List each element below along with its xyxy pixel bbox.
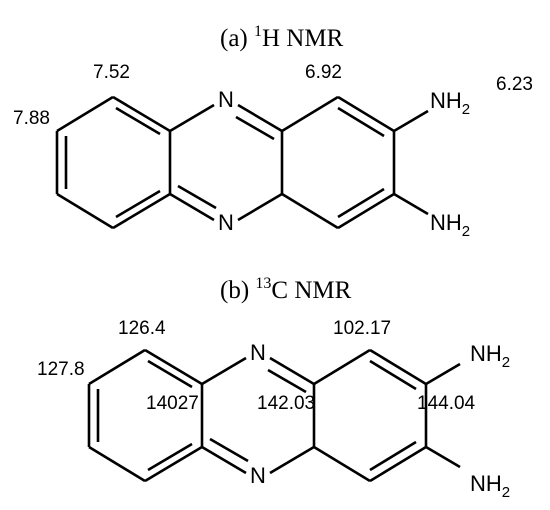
panel-a-structure: [55, 95, 429, 230]
double-bond-inner: [369, 359, 417, 391]
double-bond-inner: [147, 442, 193, 472]
panel-b-title-prefix: (b): [220, 277, 255, 304]
double-bond-inner: [115, 106, 161, 136]
bond: [281, 95, 339, 133]
shift-left-ring-top: 126.4: [118, 318, 166, 339]
bond: [88, 445, 146, 483]
bond: [425, 445, 461, 469]
amine-top: NH2: [430, 88, 470, 118]
panel-a-title: (a) 1H NMR: [220, 23, 344, 52]
bond: [369, 348, 427, 386]
panel-b-title: (b) 13C NMR: [220, 275, 352, 304]
bond: [144, 348, 203, 386]
bond: [313, 445, 371, 483]
double-bond-inner: [147, 359, 193, 389]
panel-b-title-sup: 13: [255, 275, 271, 292]
ring-nitrogen-top: N: [218, 87, 234, 112]
amine-top-sub: 2: [502, 354, 510, 371]
amine-bottom: NH2: [430, 210, 470, 240]
bond: [369, 445, 427, 483]
bond: [112, 95, 171, 133]
amine-bottom-main: NH: [430, 210, 462, 235]
bond: [169, 192, 215, 222]
panel-a-title-sup: 1: [254, 23, 262, 40]
bond: [201, 356, 247, 386]
amine-bottom-sub: 2: [502, 484, 510, 501]
shift-left-ring-outer: 7.88: [13, 108, 50, 129]
ring-nitrogen-bottom: N: [250, 463, 266, 488]
bond: [337, 95, 395, 133]
amine-bottom: NH2: [470, 471, 510, 501]
bond: [169, 103, 215, 133]
shift-amine-carbon: 144.04: [417, 393, 476, 414]
bond: [56, 192, 114, 230]
bond: [425, 362, 461, 386]
double-bond-inner: [337, 187, 385, 219]
amine-top-main: NH: [470, 341, 502, 366]
shift-amine: 6.23: [496, 74, 533, 95]
ring-nitrogen-top: N: [250, 340, 266, 365]
amine-top: NH2: [470, 341, 510, 371]
double-bond-inner: [235, 115, 275, 141]
bond: [281, 192, 339, 230]
double-bond-inner: [267, 368, 307, 394]
bond: [56, 95, 114, 133]
bond: [201, 445, 247, 475]
double-bond-inner: [115, 189, 161, 219]
shift-left-ring-outer: 127.8: [37, 359, 85, 380]
ring-nitrogen-bottom: N: [218, 210, 234, 235]
bond: [393, 192, 429, 216]
shift-left-fusion: 14027: [146, 393, 199, 414]
bond: [237, 192, 283, 222]
bond: [393, 109, 429, 133]
amine-top-sub: 2: [462, 101, 470, 118]
panel-a: (a) 1H NMR: [13, 23, 533, 240]
bond: [88, 348, 146, 386]
shift-right-ring-ch: 102.17: [333, 318, 391, 339]
bond: [269, 356, 315, 386]
shift-right-ring-ch: 6.92: [305, 62, 342, 83]
panel-b-structure: [87, 348, 461, 483]
double-bond-inner: [337, 106, 385, 138]
amine-top-main: NH: [430, 88, 462, 113]
bond: [144, 445, 203, 483]
bond: [313, 348, 371, 386]
amine-bottom-main: NH: [470, 471, 502, 496]
shift-right-fusion: 142.03: [257, 393, 315, 414]
double-bond-inner: [209, 437, 249, 463]
double-bond-inner: [177, 184, 217, 210]
double-bond-inner: [369, 440, 417, 472]
bond: [337, 192, 395, 230]
amine-bottom-sub: 2: [462, 223, 470, 240]
bond: [269, 445, 315, 475]
panel-b: (b) 13C NMR: [37, 275, 510, 501]
panel-b-title-suffix: C NMR: [271, 277, 351, 304]
shift-left-ring-top: 7.52: [93, 62, 130, 83]
bond: [237, 103, 283, 133]
panel-a-title-prefix: (a): [220, 25, 254, 52]
bond: [112, 192, 171, 230]
panel-a-title-suffix: H NMR: [262, 25, 344, 52]
